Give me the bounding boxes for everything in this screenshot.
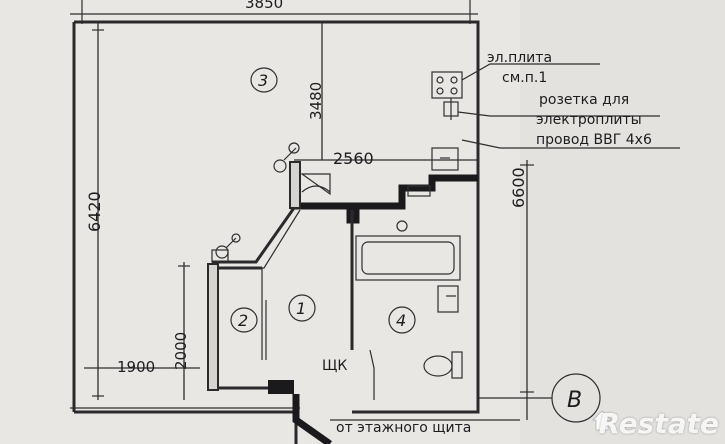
vent-symbol [407, 185, 431, 197]
outer-wall-bottom-right [352, 398, 480, 414]
stove-annotation-2: см.п.1 [502, 70, 547, 86]
toilet-tank [451, 351, 463, 379]
room-2-label: 2 [238, 311, 248, 330]
room-4-marker [388, 306, 416, 334]
room-3-marker [250, 67, 278, 93]
kitchen-door-arc [301, 185, 331, 193]
stove-symbol [431, 71, 463, 99]
panel-label: ЩК [322, 358, 347, 374]
kitchen-bath-partition [290, 162, 478, 224]
toilet-bowl [423, 355, 453, 377]
socket-annotation-1: розетка для [539, 92, 629, 108]
stove-burner-icon [436, 87, 444, 95]
kitchen-door-swing [300, 173, 331, 196]
corridor-diagonal-wall [212, 207, 296, 264]
axis-label: В [567, 388, 582, 413]
left-height-label: 6420 [85, 191, 104, 232]
panel-block [268, 380, 294, 394]
washbasin-symbol [437, 285, 459, 313]
room-4-label: 4 [396, 311, 406, 330]
socket-annotation-2: электроплиты [536, 112, 642, 128]
outer-wall-bottom-left [74, 410, 298, 444]
closet-switch-icon [231, 233, 241, 243]
floor-panel-cable [292, 394, 333, 444]
kitchen-width-label: 2560 [333, 149, 374, 168]
room-2-marker [230, 307, 258, 333]
stove-annotation-1: эл.плита [487, 50, 552, 66]
right-height-label: 6600 [509, 167, 528, 208]
socket-leader-line [457, 111, 660, 117]
closet-switch-line [225, 237, 237, 249]
room-1-label: 1 [296, 299, 306, 318]
cable-leader-line [461, 139, 680, 149]
stove-burner-icon [450, 76, 458, 84]
room-1-marker [288, 294, 316, 322]
outer-wall-top-right [74, 20, 480, 410]
partition-column [289, 161, 301, 209]
closet-lamp-box [211, 249, 229, 263]
closet-height-label: 2000 [172, 332, 190, 370]
stove-burner-icon [450, 87, 458, 95]
kitchen-height-label: 3480 [307, 82, 325, 120]
axis-marker [551, 373, 601, 423]
switch-icon [288, 142, 300, 154]
socket-annotation-3: провод ВВГ 4х6 [536, 132, 652, 148]
kitchen-sink-symbol [431, 147, 459, 171]
bathtub-inner [361, 241, 455, 275]
closet-lamp-icon [215, 245, 229, 259]
watermark-brand: Restate [598, 407, 719, 440]
bathroom-door-line [369, 349, 375, 400]
bath-lamp-icon [396, 220, 408, 232]
bathtub-symbol [355, 235, 461, 281]
stove-leader-line [461, 63, 600, 81]
from-panel-label: от этажного щита [336, 420, 471, 436]
right-paper-area [520, 0, 725, 444]
room-3-label: 3 [258, 71, 268, 90]
closet-left-wall [207, 263, 219, 391]
stove-burner-icon [436, 76, 444, 84]
top-width-label: 3850 [245, 0, 283, 12]
bottom-left-label: 1900 [117, 358, 155, 376]
switch-line [283, 147, 297, 161]
lamp-icon [273, 159, 287, 173]
house-logo-icon [592, 410, 612, 431]
